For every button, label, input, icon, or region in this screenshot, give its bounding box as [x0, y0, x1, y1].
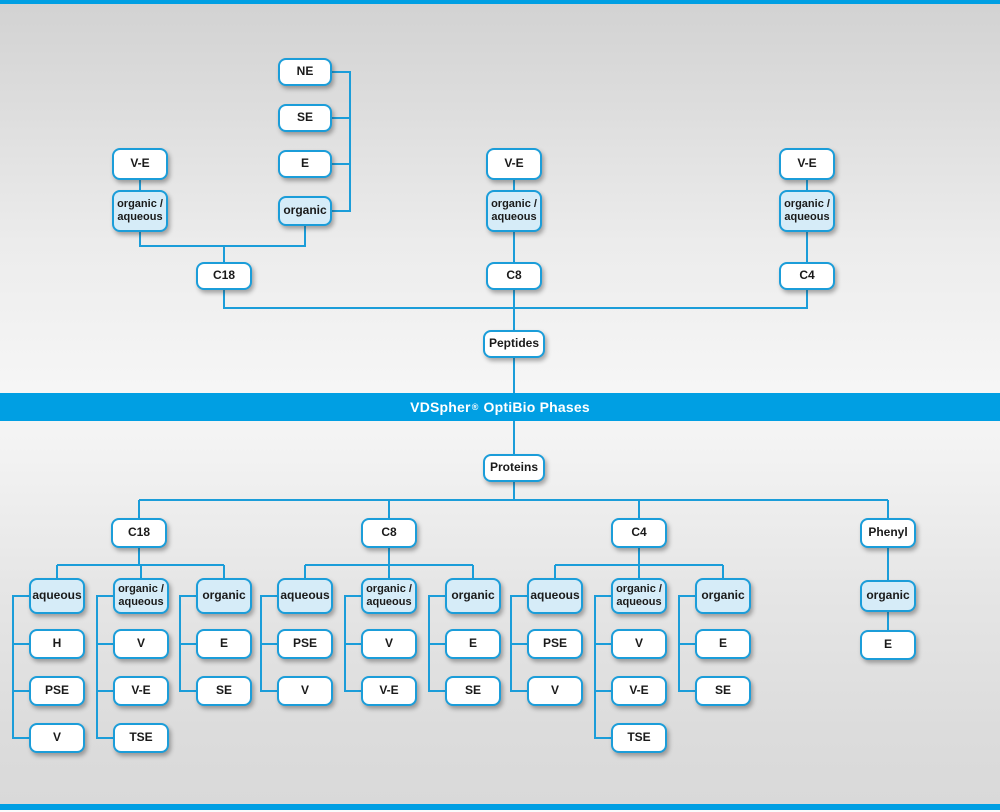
node-c4-orgaq-v: V: [611, 629, 667, 659]
node-phenyl-organic-mode: organic: [860, 580, 916, 612]
node-proteins-phenyl: Phenyl: [860, 518, 916, 548]
node-c4-aqueous-v: V: [527, 676, 583, 706]
node-peptides-c8-mode: organic / aqueous: [486, 190, 542, 232]
top-accent-bar: [0, 0, 1000, 4]
node-peptides-c18-ve: V-E: [112, 148, 168, 180]
node-peptides-c4-ve: V-E: [779, 148, 835, 180]
node-c18-aqueous-pse: PSE: [29, 676, 85, 706]
node-c18-orgaq-mode: organic / aqueous: [113, 578, 169, 614]
node-c18-orgaq-v: V: [113, 629, 169, 659]
banner-rest: OptiBio Phases: [483, 399, 590, 415]
node-proteins-root: Proteins: [483, 454, 545, 482]
bottom-accent-bar: [0, 804, 1000, 810]
node-c18-aqueous-h: H: [29, 629, 85, 659]
node-c4-organic-mode: organic: [695, 578, 751, 614]
node-peptides-c4: C4: [779, 262, 835, 290]
node-c4-organic-e: E: [695, 629, 751, 659]
node-proteins-c4: C4: [611, 518, 667, 548]
node-c18-organic-mode: organic: [196, 578, 252, 614]
node-peptides-se: SE: [278, 104, 332, 132]
node-c4-orgaq-mode: organic / aqueous: [611, 578, 667, 614]
node-c8-organic-se: SE: [445, 676, 501, 706]
node-c18-organic-se: SE: [196, 676, 252, 706]
bottom-light-strip: [0, 810, 1000, 812]
node-proteins-c8: C8: [361, 518, 417, 548]
node-c18-aqueous-v: V: [29, 723, 85, 753]
node-peptides-c8: C8: [486, 262, 542, 290]
node-peptides-organic-mode: organic: [278, 196, 332, 226]
node-c8-organic-e: E: [445, 629, 501, 659]
node-peptides-c4-mode: organic / aqueous: [779, 190, 835, 232]
node-peptides-c18-mode: organic / aqueous: [112, 190, 168, 232]
node-c8-orgaq-v: V: [361, 629, 417, 659]
node-peptides-c8-ve: V-E: [486, 148, 542, 180]
title-banner: VDSpher®OptiBio Phases: [0, 393, 1000, 421]
node-c8-organic-mode: organic: [445, 578, 501, 614]
node-c8-orgaq-ve: V-E: [361, 676, 417, 706]
node-c4-organic-se: SE: [695, 676, 751, 706]
node-peptides-c18: C18: [196, 262, 252, 290]
node-proteins-c18: C18: [111, 518, 167, 548]
node-c4-aqueous-mode: aqueous: [527, 578, 583, 614]
node-c18-orgaq-ve: V-E: [113, 676, 169, 706]
banner-brand: VDSpher: [410, 399, 471, 415]
node-peptides-ne: NE: [278, 58, 332, 86]
node-peptides-root: Peptides: [483, 330, 545, 358]
node-c8-aqueous-v: V: [277, 676, 333, 706]
node-phenyl-organic-e: E: [860, 630, 916, 660]
node-c8-aqueous-mode: aqueous: [277, 578, 333, 614]
node-c4-orgaq-ve: V-E: [611, 676, 667, 706]
node-c18-organic-e: E: [196, 629, 252, 659]
node-c4-orgaq-tse: TSE: [611, 723, 667, 753]
node-c8-aqueous-pse: PSE: [277, 629, 333, 659]
node-c4-aqueous-pse: PSE: [527, 629, 583, 659]
node-c18-aqueous-mode: aqueous: [29, 578, 85, 614]
node-c8-orgaq-mode: organic / aqueous: [361, 578, 417, 614]
node-c18-orgaq-tse: TSE: [113, 723, 169, 753]
node-peptides-e: E: [278, 150, 332, 178]
